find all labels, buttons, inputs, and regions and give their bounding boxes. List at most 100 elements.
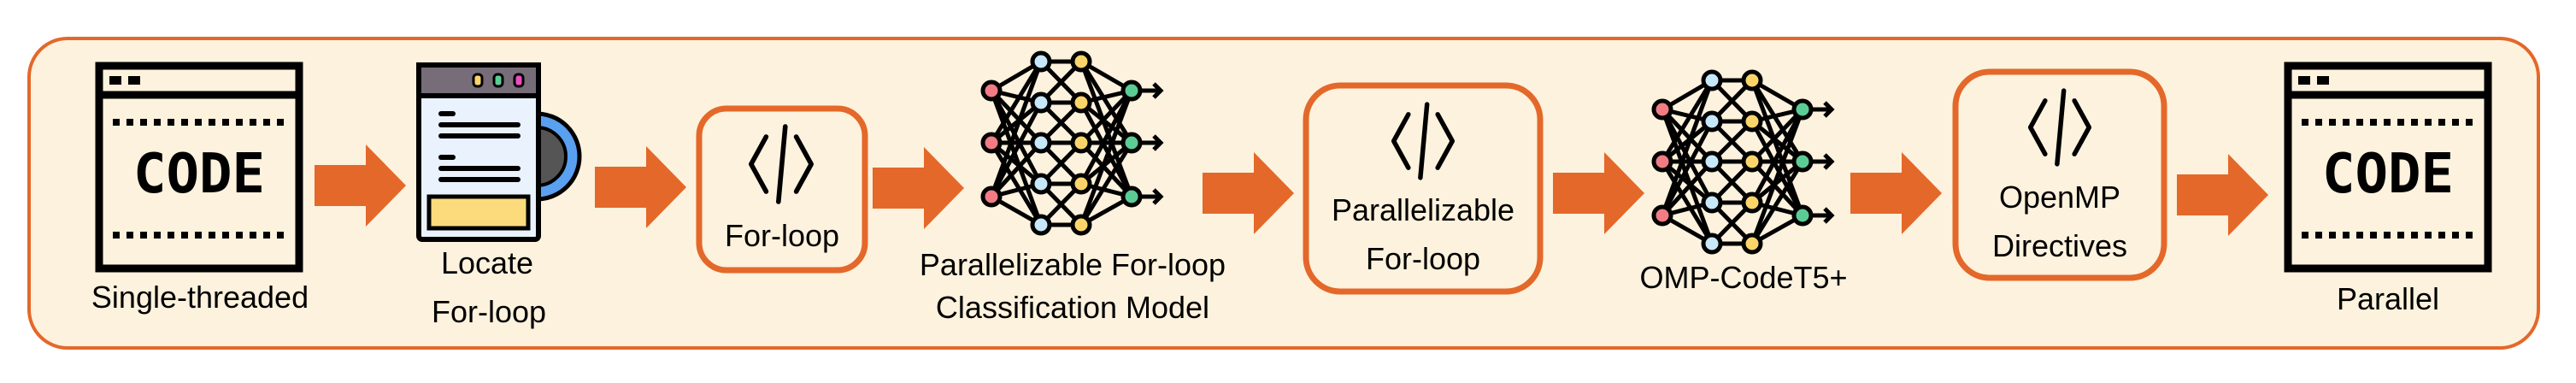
- nn-edge: [1079, 141, 1133, 198]
- nn-output-arrowhead: [1823, 207, 1835, 224]
- parallelizable-box-label-line2: For-loop: [1366, 241, 1480, 276]
- nn-edge: [1750, 160, 1805, 245]
- classification-model-step: Parallelizable For-loop Classification M…: [920, 50, 1226, 325]
- nn-hidden-node: [1030, 132, 1052, 154]
- for-loop-box-label: For-loop: [725, 218, 839, 253]
- nn-edge: [990, 89, 1043, 144]
- single-threaded-label: Single-threaded: [91, 280, 309, 315]
- nn-input-node: [980, 186, 1003, 208]
- classification-model-label-line1: Parallelizable For-loop: [920, 247, 1226, 282]
- nn-edge: [989, 90, 1044, 226]
- nn-edge: [1079, 141, 1134, 227]
- nn-edge: [1079, 101, 1134, 198]
- neural-network-icon: [980, 50, 1164, 236]
- nn-edge: [1079, 60, 1134, 144]
- single-threaded-code-step: CODE Single-threaded: [91, 66, 309, 315]
- nn-edge: [1660, 160, 1714, 245]
- nn-output-arrowhead: [1823, 153, 1835, 170]
- nn-edge: [1661, 160, 1714, 204]
- nn-edge: [989, 89, 1044, 186]
- parallelizable-box-label-line1: Parallelizable: [1332, 192, 1514, 227]
- nn-input-node: [1651, 98, 1673, 121]
- nn-edge: [989, 61, 1044, 197]
- neural-network-icon: [1651, 69, 1835, 255]
- nn-edge: [1661, 108, 1714, 163]
- nn-hidden-node: [1741, 150, 1763, 173]
- nn-output-node: [1120, 186, 1143, 208]
- code-icon-text: CODE: [2322, 143, 2454, 206]
- nn-output-arrowhead: [1152, 188, 1164, 205]
- locate-for-loop-label: For-loop: [432, 294, 546, 329]
- nn-edge: [1750, 79, 1805, 163]
- nn-hidden-node: [1030, 214, 1052, 236]
- nn-hidden-node: [1701, 69, 1723, 91]
- openmp-directives-box: OpenMP Directives: [1952, 68, 2167, 281]
- nn-hidden-node: [1701, 192, 1723, 214]
- nn-edge: [1079, 89, 1134, 186]
- parallel-label: Parallel: [2337, 281, 2439, 316]
- nn-hidden-node: [1030, 91, 1052, 114]
- nn-input-node: [980, 80, 1003, 102]
- nn-edge: [1079, 90, 1134, 226]
- nn-hidden-node: [1070, 50, 1092, 73]
- nn-hidden-node: [1701, 233, 1723, 255]
- nn-edge: [1660, 80, 1714, 216]
- nn-input-node: [980, 132, 1003, 154]
- nn-edge: [1750, 120, 1805, 217]
- code-icon-text: CODE: [133, 143, 265, 206]
- nn-edge: [1750, 160, 1804, 217]
- nn-hidden-node: [1741, 233, 1763, 255]
- nn-edge: [1660, 109, 1714, 245]
- nn-edge: [990, 141, 1043, 198]
- openmp-label: OpenMP: [1999, 180, 2120, 215]
- nn-output-arrowhead: [1152, 134, 1164, 151]
- nn-hidden-node: [1741, 192, 1763, 214]
- nn-hidden-node: [1070, 173, 1092, 195]
- nn-output-node: [1120, 80, 1143, 102]
- parallelizable-for-loop-box: Parallelizable For-loop: [1303, 82, 1544, 295]
- nn-hidden-node: [1701, 150, 1723, 173]
- nn-hidden-node: [1070, 214, 1092, 236]
- omp-codet5-label: OMP-CodeT5+: [1639, 260, 1847, 295]
- nn-edge: [1750, 109, 1805, 245]
- nn-edge: [1079, 101, 1133, 144]
- nn-hidden-node: [1070, 91, 1092, 114]
- nn-output-node: [1791, 204, 1814, 227]
- nn-output-node: [1791, 98, 1814, 121]
- nn-hidden-node: [1741, 110, 1763, 133]
- nn-edge: [1750, 108, 1804, 163]
- nn-hidden-node: [1741, 69, 1763, 91]
- directives-label: Directives: [1992, 228, 2127, 263]
- nn-output-node: [1791, 150, 1814, 173]
- code-window-icon: CODE: [99, 66, 299, 268]
- nn-input-node: [1651, 150, 1673, 173]
- nn-output-arrowhead: [1152, 82, 1164, 99]
- nn-hidden-node: [1070, 132, 1092, 154]
- nn-edge: [1750, 80, 1805, 216]
- locate-document-gear-icon: [416, 62, 582, 242]
- locate-label: Locate: [441, 245, 533, 280]
- for-loop-box: For-loop: [696, 105, 868, 274]
- nn-hidden-node: [1030, 173, 1052, 195]
- nn-edge: [1661, 160, 1714, 217]
- nn-edge: [1750, 108, 1805, 204]
- parallel-code-step: CODE Parallel: [2288, 66, 2488, 316]
- classification-model-label-line2: Classification Model: [936, 290, 1209, 325]
- nn-output-arrowhead: [1823, 101, 1835, 118]
- nn-edge: [989, 101, 1044, 198]
- nn-edge: [989, 60, 1044, 144]
- nn-edge: [989, 141, 1044, 227]
- nn-input-node: [1651, 204, 1673, 227]
- nn-edge: [1750, 120, 1804, 163]
- nn-edge: [1079, 61, 1134, 197]
- nn-edge: [1660, 79, 1714, 163]
- nn-edge: [1079, 89, 1133, 144]
- nn-output-node: [1120, 132, 1143, 154]
- nn-hidden-node: [1701, 110, 1723, 133]
- nn-edge: [990, 141, 1043, 186]
- nn-edge: [1660, 120, 1714, 217]
- code-window-icon: CODE: [2288, 66, 2488, 268]
- locate-for-loop-step: Locate For-loop: [416, 62, 582, 329]
- nn-edge: [1660, 108, 1714, 204]
